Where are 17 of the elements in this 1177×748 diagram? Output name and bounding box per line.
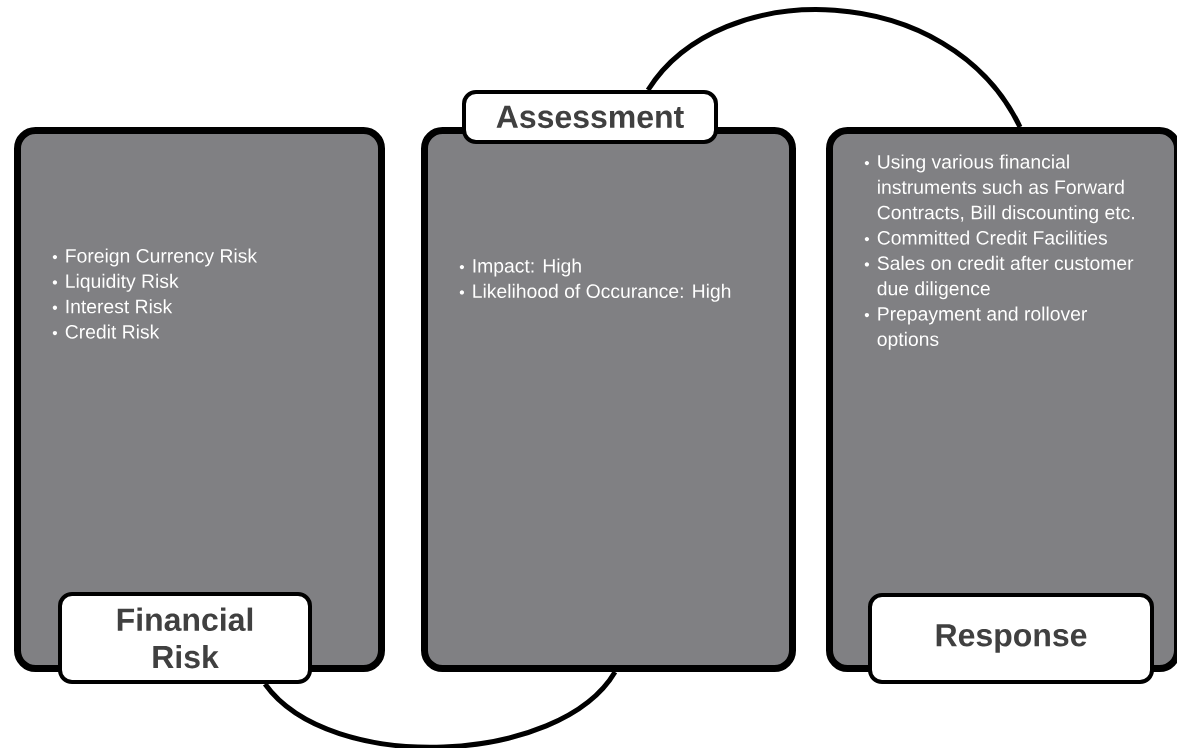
bullet-text: Liquidity Risk bbox=[66, 273, 179, 292]
panel bbox=[421, 127, 796, 672]
label-box: Assessment bbox=[462, 90, 718, 144]
connector-curve bbox=[263, 670, 617, 748]
bullet-text: Prepayment and rollover options bbox=[877, 306, 1088, 350]
bullet-text: Likelihood of Occurance: High bbox=[473, 283, 731, 302]
connector-curve bbox=[646, 7, 1023, 129]
panel bbox=[14, 127, 385, 672]
bullet-text: Credit Risk bbox=[65, 324, 160, 339]
bullet-text: Committed Credit Facilities bbox=[877, 230, 1107, 245]
bullet-text: Sales on credit after customer due diligence bbox=[877, 255, 1134, 300]
bullet-text: Impact: High bbox=[473, 258, 581, 277]
bullet-text: Using various financial instruments such as Forward Contracts, Bill discounting etc. bbox=[877, 154, 1134, 224]
bullet-text: Foreign Currency Risk bbox=[66, 248, 258, 267]
label-box: Response bbox=[868, 593, 1154, 684]
bullet-text: Interest Risk bbox=[66, 299, 173, 314]
label-box: Financial Risk bbox=[58, 592, 312, 684]
